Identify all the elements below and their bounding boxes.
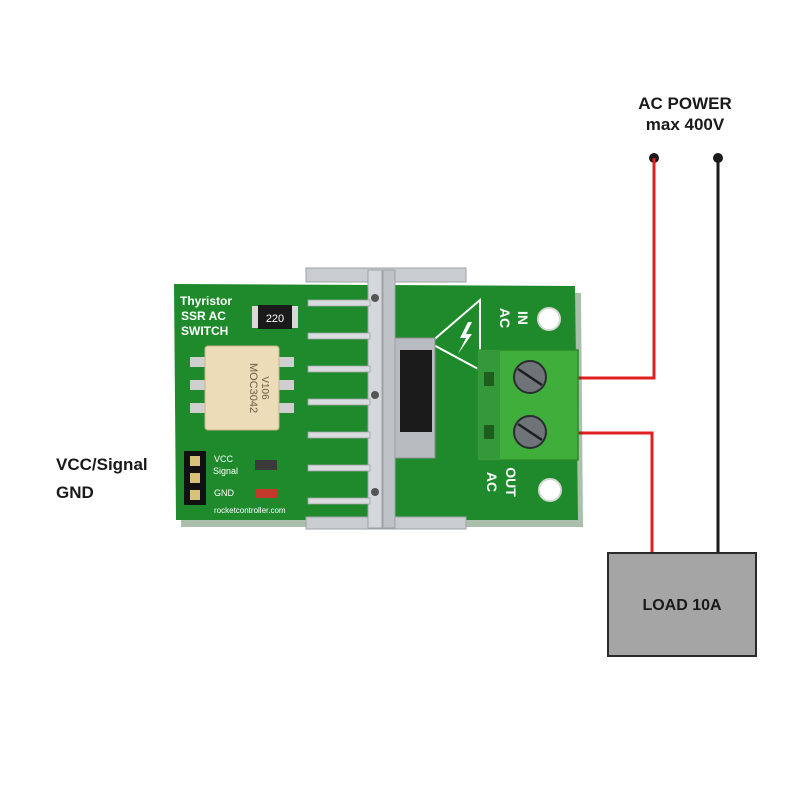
board-title-line1: Thyristor bbox=[180, 294, 232, 308]
smd-component-1 bbox=[255, 460, 277, 470]
header-label-vcc: VCC bbox=[214, 454, 234, 464]
terminal-screw-in bbox=[513, 360, 547, 394]
ac-power-label: AC POWER max 400V bbox=[620, 93, 750, 135]
mounting-hole-bottom bbox=[538, 478, 562, 502]
pin-vcc bbox=[190, 456, 200, 466]
header-label-gnd: GND bbox=[214, 488, 235, 498]
ac-power-line1: AC POWER bbox=[638, 94, 732, 113]
terminal-slot-2 bbox=[484, 425, 494, 439]
mounting-hole-top bbox=[537, 307, 561, 331]
terminal-block-face bbox=[478, 350, 500, 460]
terminal-screw-out bbox=[513, 415, 547, 449]
hazard-outline bbox=[428, 297, 481, 372]
header-label-signal: Signal bbox=[213, 466, 238, 476]
wires bbox=[560, 153, 723, 552]
load-box: LOAD 10A bbox=[607, 552, 757, 657]
smd-component-2 bbox=[256, 489, 278, 498]
optocoupler-marking2: V106 bbox=[259, 376, 270, 400]
heatsink bbox=[305, 267, 467, 530]
resistor-pad-left bbox=[252, 306, 259, 328]
wire-red-ac-out bbox=[560, 431, 654, 552]
board-title-line3: SWITCH bbox=[181, 324, 228, 338]
pin-gnd bbox=[190, 490, 200, 500]
ac-power-line2: max 400V bbox=[645, 115, 725, 134]
optocoupler-chip bbox=[204, 345, 280, 431]
ssr-board: Thyristor SSR AC SWITCH 220 MOC3042 V106… bbox=[174, 267, 583, 530]
optocoupler-marking1: MOC3042 bbox=[247, 363, 259, 413]
gnd-label: GND bbox=[56, 483, 94, 502]
wire-red-ac-in bbox=[560, 158, 656, 380]
label-ac-out-2: OUT bbox=[503, 467, 519, 497]
triac-body bbox=[400, 350, 432, 432]
pin-signal bbox=[190, 473, 200, 483]
optocoupler-pins bbox=[190, 357, 294, 413]
terminal-slot-1 bbox=[484, 372, 494, 386]
resistor-pad-right bbox=[291, 306, 298, 328]
board-title-line2: SSR AC bbox=[181, 309, 226, 323]
board-website: rocketcontroller.com bbox=[214, 506, 286, 515]
high-voltage-icon bbox=[458, 322, 472, 354]
load-label: LOAD 10A bbox=[642, 597, 722, 614]
vcc-signal-label: VCC/Signal bbox=[56, 455, 148, 474]
resistor-220 bbox=[258, 305, 292, 329]
resistor-code: 220 bbox=[266, 313, 284, 325]
label-ac-in-1: AC bbox=[497, 308, 513, 328]
label-ac-out-1: AC bbox=[484, 472, 500, 492]
label-ac-in-2: IN bbox=[515, 311, 531, 325]
